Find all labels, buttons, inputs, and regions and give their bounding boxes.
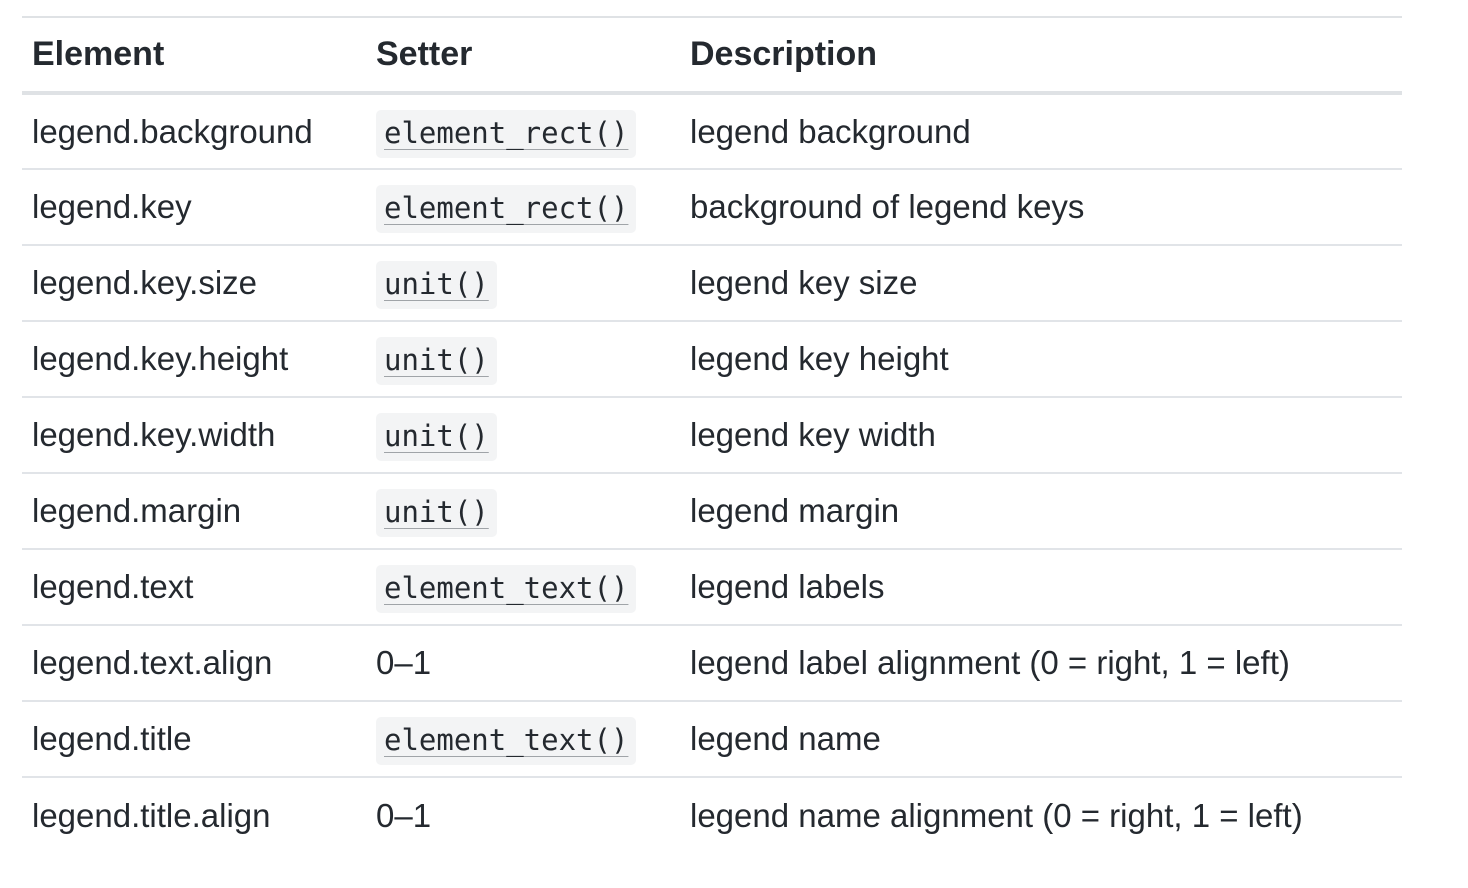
setter-function-link[interactable]: element_rect() — [376, 185, 637, 233]
cell-description: legend key size — [690, 264, 918, 301]
setter-function-link[interactable]: unit() — [376, 337, 497, 385]
cell-description: legend label alignment (0 = right, 1 = l… — [690, 644, 1290, 681]
cell-element: legend.background — [32, 112, 313, 150]
cell-setter: element_rect() — [366, 93, 680, 169]
cell-element: legend.key.width — [32, 416, 276, 453]
legend-theme-table-container: Element Setter Description legend.backgr… — [22, 16, 1402, 853]
table-row: legend.title.align 0–1 legend name alignme… — [22, 777, 1402, 853]
cell-element: legend.title — [32, 720, 192, 757]
cell-description: legend key width — [690, 416, 936, 453]
table-row: legend.key.height unit() legend key height — [22, 321, 1402, 397]
cell-setter: element_text() — [366, 549, 680, 625]
header-element: Element — [32, 35, 165, 73]
table-row: legend.text element_text() legend labels — [22, 549, 1402, 625]
table-row: legend.key element_rect() background of le… — [22, 169, 1402, 245]
cell-element: legend.key.height — [32, 340, 289, 377]
cell-setter: element_rect() — [366, 169, 680, 245]
cell-element: legend.key.size — [32, 264, 258, 301]
cell-description: legend name — [690, 720, 881, 757]
setter-function-link[interactable]: element_text() — [376, 565, 637, 613]
table-header-row: Element Setter Description — [22, 17, 1402, 93]
header-description: Description — [690, 35, 878, 73]
table-row: legend.margin unit() legend margin — [22, 473, 1402, 549]
setter-function-link[interactable]: element_text() — [376, 717, 637, 765]
table-row: legend.title element_text() legend name — [22, 701, 1402, 777]
table-row: legend.key.width unit() legend key width — [22, 397, 1402, 473]
cell-element: legend.title.align — [32, 796, 271, 834]
setter-function-link[interactable]: unit() — [376, 413, 497, 461]
cell-setter: unit() — [366, 397, 680, 473]
cell-element: legend.key — [32, 188, 192, 225]
legend-theme-table: Element Setter Description legend.backgr… — [22, 16, 1402, 853]
cell-description: background of legend keys — [690, 188, 1085, 225]
cell-description: legend labels — [690, 568, 885, 605]
cell-setter: unit() — [366, 321, 680, 397]
setter-function-link[interactable]: unit() — [376, 261, 497, 309]
cell-setter: element_text() — [366, 701, 680, 777]
cell-element: legend.text.align — [32, 644, 273, 681]
cell-setter: 0–1 — [376, 644, 432, 681]
cell-setter: unit() — [366, 473, 680, 549]
cell-setter: 0–1 — [376, 796, 432, 834]
cell-description: legend name alignment (0 = right, 1 = le… — [690, 796, 1303, 834]
cell-description: legend margin — [690, 492, 900, 529]
setter-function-link[interactable]: element_rect() — [376, 109, 637, 158]
cell-description: legend key height — [690, 340, 949, 377]
cell-description: legend background — [690, 112, 971, 150]
cell-element: legend.text — [32, 568, 194, 605]
table-row: legend.text.align 0–1 legend label alignme… — [22, 625, 1402, 701]
cell-element: legend.margin — [32, 492, 242, 529]
table-row: legend.key.size unit() legend key size — [22, 245, 1402, 321]
header-setter: Setter — [376, 35, 473, 73]
setter-function-link[interactable]: unit() — [376, 489, 497, 537]
table-row: legend.background element_rect() legend ba… — [22, 93, 1402, 169]
cell-setter: unit() — [366, 245, 680, 321]
